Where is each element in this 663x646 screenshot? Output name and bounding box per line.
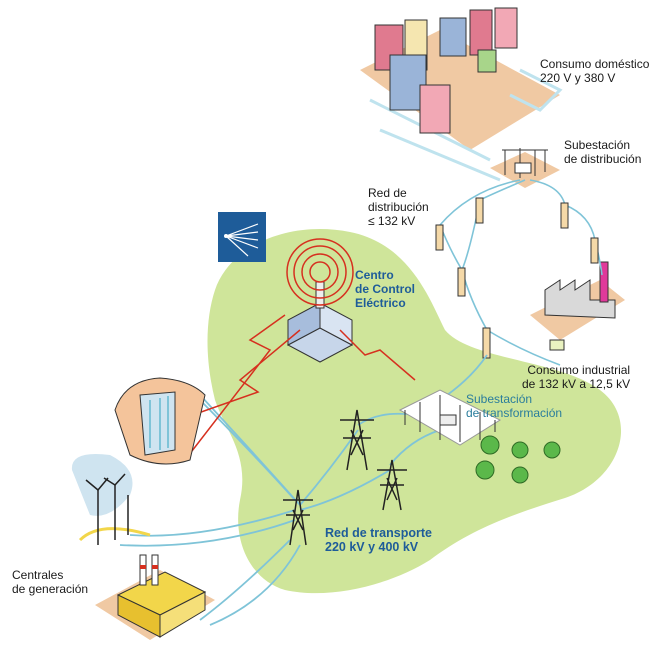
label-consumo-industrial-line1: Consumo industrial (527, 363, 631, 377)
label-consumo-industrial-line2: de 132 kV a 12,5 kV (522, 377, 631, 391)
network-logo-icon (218, 212, 266, 262)
label-centro-control-line3: Eléctrico (355, 296, 406, 310)
label-red-distribucion-line2: distribución (368, 200, 429, 214)
signal-arrows (149, 314, 416, 461)
label-subestacion-distribucion: Subestación de distribución (564, 138, 641, 166)
label-subestacion-distribucion-line2: de distribución (564, 152, 642, 166)
label-red-transporte-line2: 220 kV y 400 kV (325, 540, 419, 554)
label-centrales-generacion-line1: Centrales (12, 568, 64, 582)
label-red-distribucion-line1: Red de (368, 186, 407, 200)
label-red-transporte-line1: Red de transporte (325, 526, 432, 540)
distribution-poles (435, 197, 599, 359)
wind-turbine-icon (71, 454, 151, 545)
label-subestacion-distribucion-line1: Subestación (564, 138, 631, 152)
label-centro-control-line1: Centro (355, 268, 394, 282)
building-icon (374, 7, 518, 134)
label-subestacion-transformacion: Subestación de transformación (466, 392, 562, 420)
label-subestacion-transformacion-line1: Subestación (466, 392, 533, 406)
label-red-transporte: Red de transporte 220 kV y 400 kV (325, 526, 432, 554)
dam-icon (114, 377, 206, 465)
tree-icon (475, 435, 561, 484)
label-red-distribucion-line3: ≤ 132 kV (368, 214, 416, 228)
radio-tower-icon (286, 238, 354, 306)
label-red-distribucion: Red de distribución ≤ 132 kV (368, 186, 429, 228)
label-centrales-generacion-line2: de generación (12, 582, 89, 596)
factory-icon (544, 261, 616, 351)
label-consumo-industrial: Consumo industrial de 132 kV a 12,5 kV (522, 363, 630, 391)
label-subestacion-transformacion-line2: de transformación (466, 406, 563, 420)
label-consumo-domestico: Consumo doméstico 220 V y 380 V (540, 57, 649, 85)
transformation-substation-icon (398, 389, 502, 446)
label-consumo-domestico-line2: 220 V y 380 V (540, 71, 616, 85)
transmission-lines (119, 354, 488, 626)
label-centrales-generacion: Centrales de generación (12, 568, 88, 596)
distribution-substation-icon (502, 148, 548, 178)
power-plant-icon (116, 554, 207, 638)
label-centro-control: Centro de Control Eléctrico (355, 268, 415, 310)
label-centro-control-line2: de Control (355, 282, 415, 296)
label-consumo-domestico-line1: Consumo doméstico (540, 57, 650, 71)
transmission-tower-icon (283, 409, 407, 546)
